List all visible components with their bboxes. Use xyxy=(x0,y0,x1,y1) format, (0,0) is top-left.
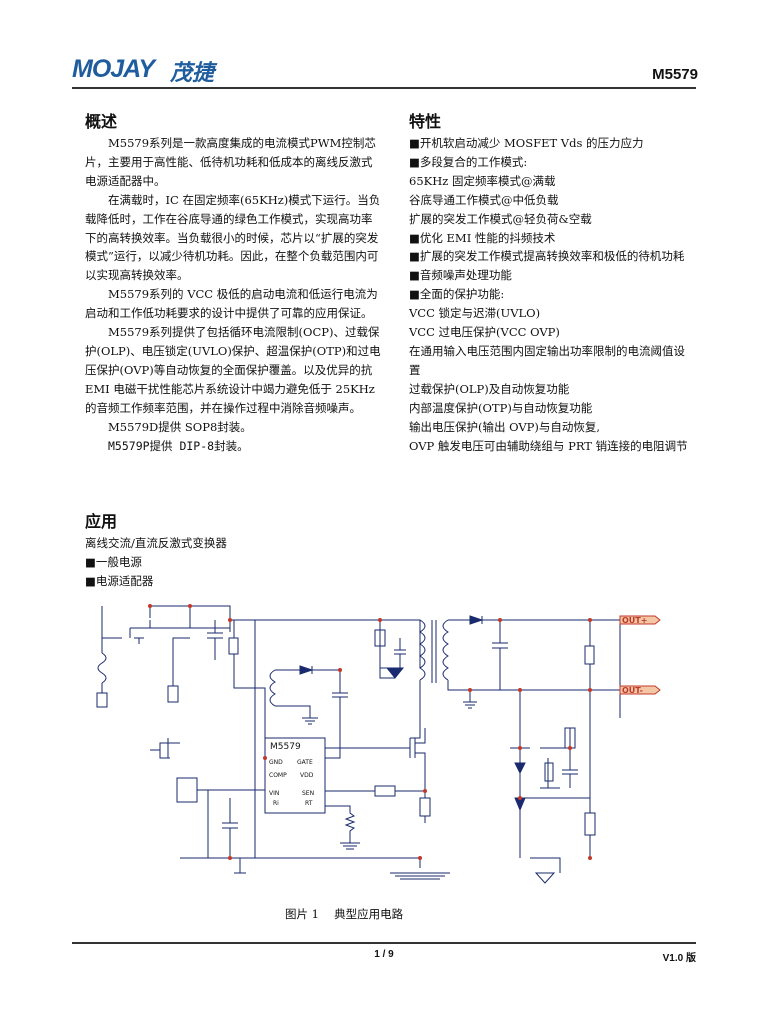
chip-pin-vdd: VDD xyxy=(300,772,314,779)
feature-item: ■开机软启动减少 MOSFET Vds 的压力应力 xyxy=(409,136,644,150)
applications-list: 离线交流/直流反激式变换器 ■一般电源 ■电源适配器 xyxy=(85,534,385,591)
model-number: M5579 xyxy=(652,66,698,83)
overview-body: M5579系列是一款高度集成的电流模式PWM控制芯片，主要用于高性能、低待机功耗… xyxy=(85,134,381,455)
output-positive-label: OUT+ xyxy=(622,616,647,625)
overview-heading: 概述 xyxy=(85,112,118,131)
features-heading: 特性 xyxy=(409,112,442,131)
output-negative-label: OUT- xyxy=(622,686,643,695)
overview-paragraph: M5579系列的 VCC 极低的启动电流和低运行电流为启动和工作低功耗要求的设计… xyxy=(85,287,378,321)
chip-pin-rt: RT xyxy=(305,800,313,807)
feature-item: 过载保护(OLP)及自动恢复功能 xyxy=(409,381,570,396)
feature-item: 谷底导通工作模式@中低负载 xyxy=(409,192,559,207)
application-item: ■电源适配器 xyxy=(85,573,154,588)
chip-pin-sen: SEN xyxy=(302,790,314,797)
version-label: V1.0 版 xyxy=(662,953,696,964)
chip-pin-ri: Ri xyxy=(273,800,279,807)
feature-item: ■音频噪声处理功能 xyxy=(409,268,512,283)
application-circuit-diagram: OUT+ OUT- M5579 GND COMP VIN Ri GATE VDD… xyxy=(96,604,661,884)
feature-item: ■全面的保护功能: xyxy=(409,287,505,302)
feature-item: 内部温度保护(OTP)与自动恢复功能 xyxy=(409,400,593,415)
header-divider xyxy=(72,87,696,89)
chip-pin-gate: GATE xyxy=(297,759,313,766)
figure-caption: 图片 1 典型应用电路 xyxy=(285,907,404,921)
overview-paragraph: 在满载时，IC 在固定频率(65KHz)模式下运行。当负载降低时，工作在谷底导通… xyxy=(85,192,381,283)
feature-item: 在通用输入电压范围内固定输出功率限制的电流阈值设置 xyxy=(409,343,685,377)
overview-paragraph: M5579D提供 SOP8封装。 xyxy=(108,419,252,434)
chip-pin-comp: COMP xyxy=(269,772,287,779)
feature-item: ■多段复合的工作模式: xyxy=(409,154,528,169)
company-logo-chinese: 茂捷 xyxy=(170,61,215,86)
footer-divider xyxy=(72,942,696,944)
page-number: 1 / 9 xyxy=(374,949,394,960)
application-item: 离线交流/直流反激式变换器 xyxy=(85,536,227,550)
applications-heading: 应用 xyxy=(85,512,118,531)
feature-item: OVP 触发电压可由辅助绕组与 PRT 销连接的电阻调节 xyxy=(409,438,688,453)
overview-paragraph: M5579系列是一款高度集成的电流模式PWM控制芯片，主要用于高性能、低待机功耗… xyxy=(85,136,376,188)
overview-paragraph: M5579P提供 DIP-8封装。 xyxy=(108,438,249,453)
feature-item: ■优化 EMI 性能的抖频技术 xyxy=(409,230,556,245)
feature-item: VCC 过电压保护(VCC OVP) xyxy=(409,325,560,340)
chip-pin-gnd: GND xyxy=(269,759,283,766)
feature-item: VCC 锁定与迟滞(UVLO) xyxy=(409,306,541,321)
chip-pin-vin: VIN xyxy=(269,790,279,797)
feature-item: 扩展的突发工作模式@轻负荷&空载 xyxy=(409,211,592,226)
features-list: ■开机软启动减少 MOSFET Vds 的压力应力 ■多段复合的工作模式: 65… xyxy=(409,134,689,455)
company-logo-text: MOJAY xyxy=(72,55,155,83)
feature-item: ■扩展的突发工作模式提高转换效率和极低的待机功耗 xyxy=(409,249,685,264)
application-item: ■一般电源 xyxy=(85,554,142,569)
feature-item: 输出电压保护(输出 OVP)与自动恢复, xyxy=(409,419,601,434)
overview-paragraph: M5579系列提供了包括循环电流限制(OCP)、过载保护(OLP)、电压锁定(U… xyxy=(85,325,381,415)
feature-item: 65KHz 固定频率模式@满载 xyxy=(409,173,556,188)
chip-name-label: M5579 xyxy=(270,742,301,752)
